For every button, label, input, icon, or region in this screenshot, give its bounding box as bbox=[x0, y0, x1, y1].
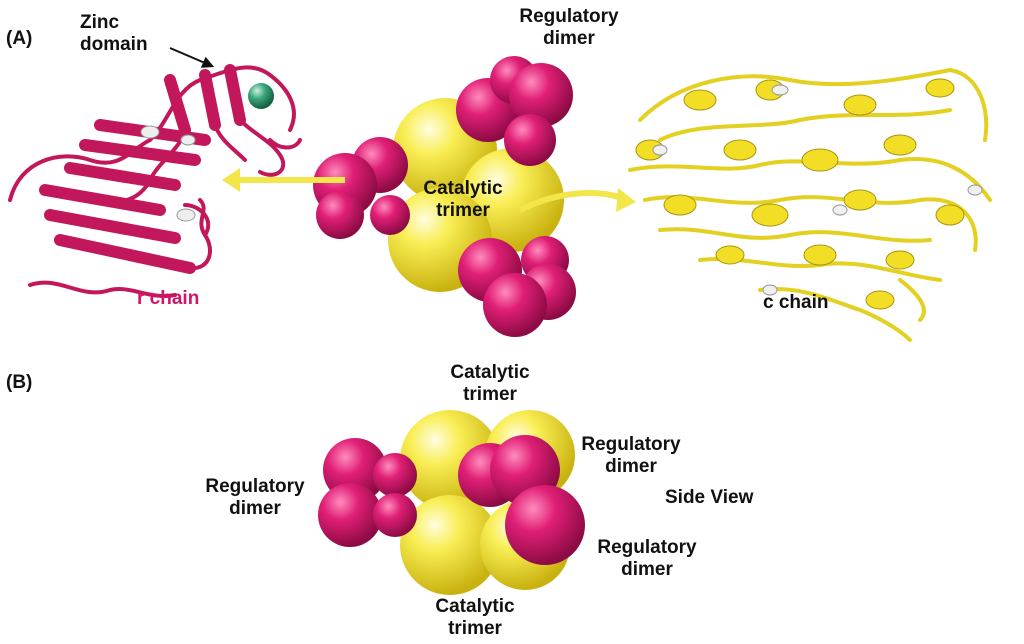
zinc-domain-line1: Zinc bbox=[80, 12, 148, 34]
catalytic-trimer-a-line1: Catalytic bbox=[408, 178, 518, 200]
panel-a-tag: (A) bbox=[6, 28, 32, 50]
regulatory-dimer-right-top-line1: Regulatory bbox=[566, 434, 696, 456]
arrow-head-left bbox=[222, 168, 240, 192]
side-view-label: Side View bbox=[665, 487, 753, 509]
catalytic-trimer-a-line2: trimer bbox=[408, 200, 518, 222]
panel-b-tag: (B) bbox=[6, 372, 32, 394]
regulatory-dimer-right-bottom-line2: dimer bbox=[582, 559, 712, 581]
regulatory-dimer-left-line2: dimer bbox=[190, 498, 320, 520]
regulatory-dimer-a-line1: Regulatory bbox=[505, 6, 633, 28]
regulatory-dimer-right-top-line2: dimer bbox=[566, 456, 696, 478]
zinc-pointer-arrow bbox=[170, 48, 212, 66]
r-chain-label: r chain bbox=[137, 288, 199, 310]
regulatory-dimer-label-a: Regulatory dimer bbox=[505, 6, 633, 50]
zinc-atom bbox=[248, 83, 274, 109]
catalytic-trimer-bottom-line2: trimer bbox=[415, 618, 535, 640]
catalytic-trimer-bottom-line1: Catalytic bbox=[415, 596, 535, 618]
catalytic-trimer-top-line2: trimer bbox=[430, 384, 550, 406]
regulatory-dimer-a-line2: dimer bbox=[505, 28, 633, 50]
c-chain-label: c chain bbox=[763, 292, 828, 314]
catalytic-trimer-label-top: Catalytic trimer bbox=[430, 362, 550, 406]
regulatory-dimer-label-right-top: Regulatory dimer bbox=[566, 434, 696, 478]
catalytic-trimer-label-a: Catalytic trimer bbox=[408, 178, 518, 222]
catalytic-trimer-label-bottom: Catalytic trimer bbox=[415, 596, 535, 640]
regulatory-dimer-label-right-bottom: Regulatory dimer bbox=[582, 537, 712, 581]
zinc-domain-label: Zinc domain bbox=[80, 12, 148, 56]
arrow-head-right bbox=[616, 188, 636, 212]
catalytic-trimer-top-line1: Catalytic bbox=[430, 362, 550, 384]
zinc-domain-line2: domain bbox=[80, 34, 148, 56]
regulatory-dimer-right-bottom-line1: Regulatory bbox=[582, 537, 712, 559]
regulatory-dimer-label-left: Regulatory dimer bbox=[190, 476, 320, 520]
regulatory-dimer-left-line1: Regulatory bbox=[190, 476, 320, 498]
